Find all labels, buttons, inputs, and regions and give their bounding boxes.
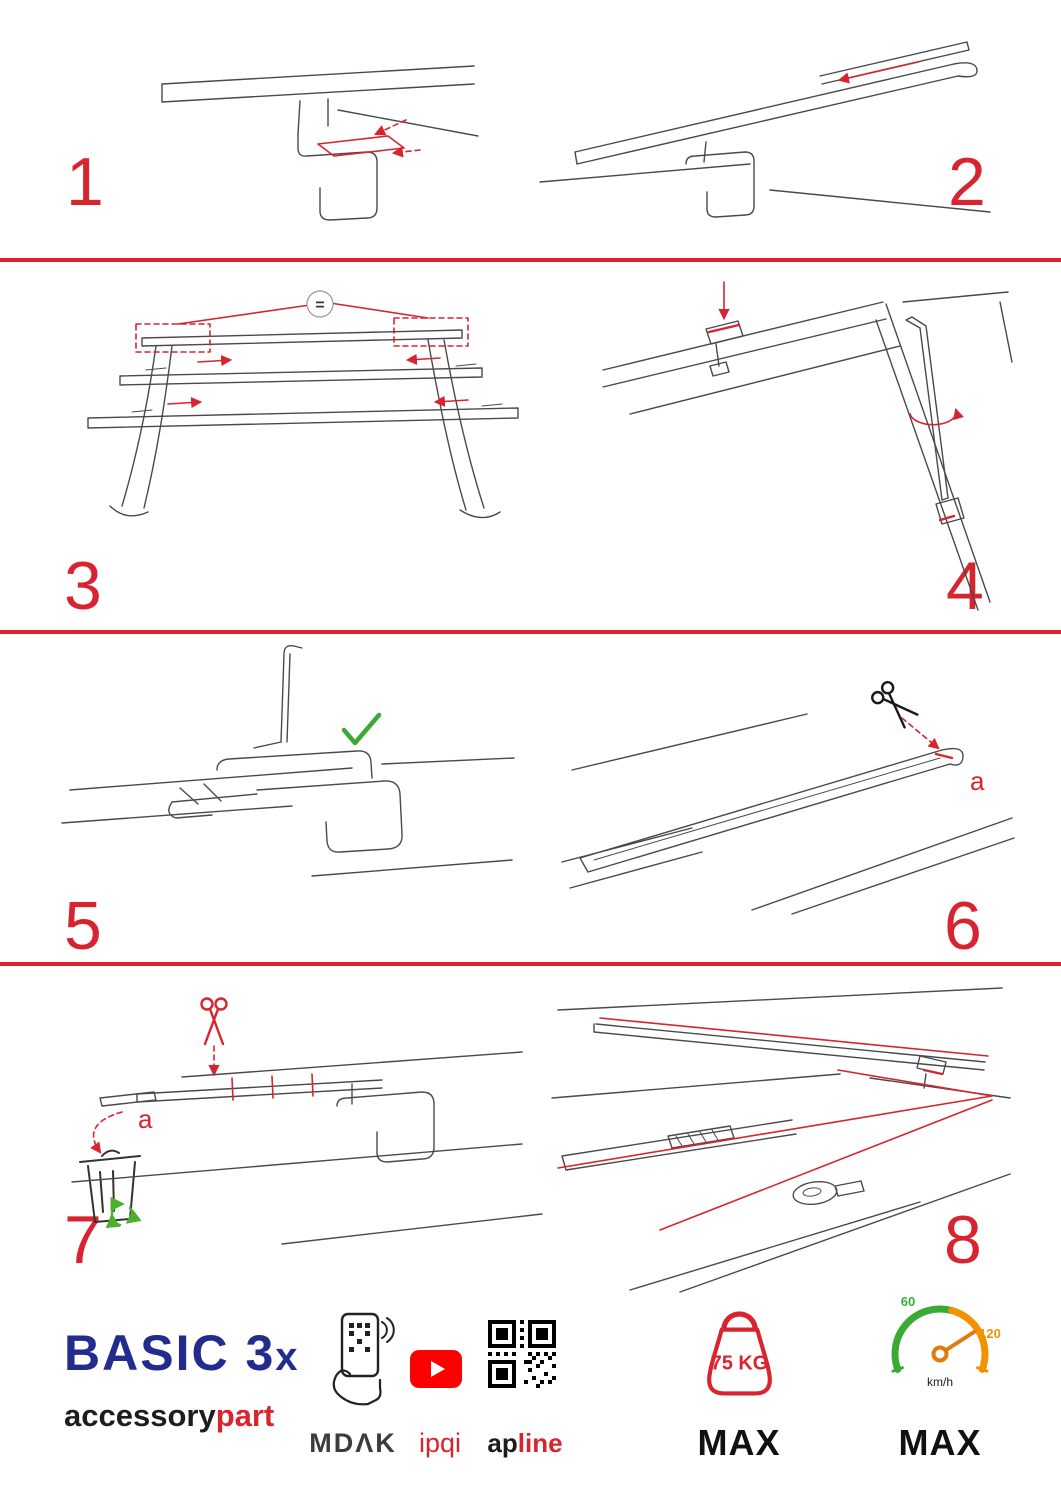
- allen-key: [905, 316, 949, 501]
- step-7-number: 7: [64, 1202, 102, 1278]
- rotate-arrow: [909, 407, 964, 426]
- step-7-drawing: a: [71, 997, 543, 1245]
- apline-red: line: [517, 1428, 563, 1458]
- product-name: BASIC 3x: [64, 1326, 300, 1381]
- brand-wordmark: accessorypart: [64, 1398, 274, 1434]
- partner-ipqi: ipqi: [418, 1428, 462, 1458]
- phone-qr-icon: [332, 1312, 395, 1406]
- apline-black: ap: [487, 1428, 518, 1458]
- step-2-number: 2: [948, 144, 986, 220]
- slide-arrow: [837, 61, 919, 84]
- cut-label-a: a: [138, 1104, 153, 1134]
- speed-max-label: MAX: [898, 1422, 982, 1463]
- section-divider-1: [0, 258, 1061, 262]
- step-5-drawing: [61, 644, 515, 877]
- step-2-drawing: [539, 41, 991, 218]
- alignment-lines: [557, 1069, 993, 1231]
- step-8-number: 8: [944, 1202, 982, 1278]
- equals-text: =: [315, 297, 324, 314]
- step-3-drawing: =: [87, 290, 519, 519]
- youtube-icon: [410, 1350, 462, 1388]
- qr-code: [488, 1320, 556, 1388]
- brand-first: accessory: [64, 1398, 216, 1433]
- step-1-number: 1: [66, 144, 104, 220]
- step-3-number: 3: [64, 548, 102, 624]
- product-qty-text: x: [275, 1335, 300, 1379]
- step-4-drawing: [602, 281, 1013, 611]
- step-6-drawing: a: [561, 681, 1015, 915]
- weight-max-label: MAX: [697, 1422, 781, 1463]
- step-8-drawing: [551, 987, 1011, 1293]
- weight-limit-icon: 75 KG: [707, 1311, 772, 1396]
- partner-mdak: MDΛK: [309, 1428, 397, 1458]
- speed-high: 120: [979, 1326, 1001, 1341]
- recycle-icon: [105, 1196, 142, 1229]
- partner-apline: apline: [475, 1428, 575, 1459]
- step-6-number: 6: [944, 888, 982, 964]
- weight-value: 75 KG: [711, 1352, 768, 1374]
- brand-second: part: [215, 1398, 275, 1433]
- section-divider-3: [0, 962, 1061, 966]
- speed-low: 60: [901, 1294, 915, 1309]
- step-1-drawing: [161, 65, 479, 221]
- product-name-text: BASIC 3: [64, 1325, 276, 1381]
- speedometer-icon: 60 120 km/h: [891, 1294, 1001, 1389]
- scissors-icon: [871, 681, 919, 729]
- equals-badge: =: [306, 290, 334, 318]
- t-bolt: [792, 1180, 865, 1206]
- section-divider-2: [0, 630, 1061, 634]
- insert-plate: [317, 135, 405, 157]
- cut-label-a: a: [970, 766, 985, 796]
- step-5-number: 5: [64, 888, 102, 964]
- scissors-icon: [200, 997, 228, 1046]
- speed-unit: km/h: [927, 1375, 953, 1389]
- discard-arrow: [90, 1111, 123, 1154]
- check-icon: [341, 712, 382, 746]
